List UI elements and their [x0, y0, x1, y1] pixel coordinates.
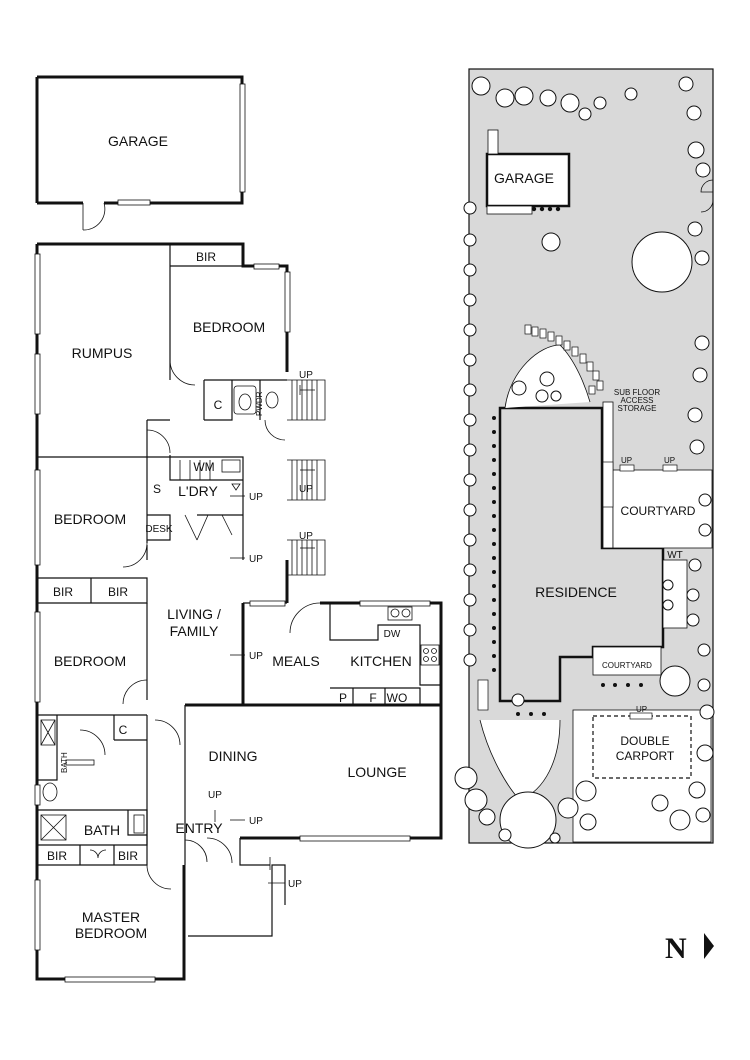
subfloor-label-1: SUB FLOOR — [614, 388, 660, 397]
garage-building — [35, 75, 246, 231]
bir-top-label: BIR — [196, 250, 216, 264]
c-mid-label: C — [119, 723, 128, 737]
courtyard-2-label: COURTYARD — [602, 661, 652, 670]
bir-left-1-label: BIR — [53, 585, 73, 599]
up-label: UP — [299, 484, 313, 495]
desk-label: DESK — [145, 524, 173, 535]
site-plan: GARAGE SUB FLOOR ACCESS STORAGE UP UP CO… — [454, 68, 715, 849]
living-family-label-2: FAMILY — [170, 623, 219, 639]
up-arrows — [214, 385, 315, 884]
courtyard-2 — [592, 646, 662, 676]
up-label: UP — [208, 790, 222, 801]
up-label: UP — [249, 554, 263, 565]
north-arrow: N — [665, 932, 714, 965]
site-garage — [485, 152, 571, 208]
bir-ensuite-2-label: BIR — [118, 849, 138, 863]
bedroom-1-label: BEDROOM — [193, 319, 265, 335]
master-bedroom-label: MASTER — [82, 909, 140, 925]
up-label: UP — [288, 879, 302, 890]
master-bedroom-label-2: BEDROOM — [75, 925, 147, 941]
up-label: UP — [299, 531, 313, 542]
north-arrow-icon — [704, 933, 714, 959]
pantry-label: P — [339, 691, 347, 705]
entry-label: ENTRY — [175, 820, 223, 836]
dw-label: DW — [384, 629, 401, 640]
site-up-label: UP — [636, 705, 647, 714]
walk-in-oven-label: WO — [387, 691, 408, 705]
wt-label: WT — [667, 550, 683, 561]
residence-label: RESIDENCE — [535, 584, 617, 600]
dining-label: DINING — [209, 748, 258, 764]
bir-left-2-label: BIR — [108, 585, 128, 599]
s-label: S — [153, 482, 161, 496]
living-family-label: LIVING / — [167, 606, 221, 622]
hedge-dots — [492, 416, 643, 716]
subfloor-label-2: ACCESS — [621, 396, 654, 405]
meals-label: MEALS — [272, 653, 319, 669]
up-label: UP — [249, 492, 263, 503]
up-label: UP — [249, 816, 263, 827]
bedroom-3-label: BEDROOM — [54, 653, 126, 669]
north-arrow-letter: N — [665, 932, 687, 965]
bedroom-2-label: BEDROOM — [54, 511, 126, 527]
garage-label: GARAGE — [108, 133, 168, 149]
courtyard-1 — [612, 469, 713, 549]
carport-label-2: CARPORT — [616, 749, 675, 763]
courtyard-1-label: COURTYARD — [621, 504, 696, 518]
site-up-label: UP — [664, 456, 675, 465]
site-up-label: UP — [621, 456, 632, 465]
stairs — [169, 379, 326, 576]
trees — [454, 76, 715, 849]
up-label: UP — [299, 370, 313, 381]
site-garage-label: GARAGE — [494, 170, 554, 186]
kitchen-label: KITCHEN — [350, 653, 411, 669]
house-walls — [34, 242, 443, 983]
bir-ensuite-1-label: BIR — [47, 849, 67, 863]
c-top-label: C — [214, 398, 223, 412]
fridge-label: F — [369, 691, 376, 705]
stepping-stones — [524, 324, 604, 395]
subfloor-label-3: STORAGE — [618, 404, 657, 413]
carport-label-1: DOUBLE — [620, 734, 669, 748]
up-label: UP — [249, 651, 263, 662]
pwdr-label: PWDR — [255, 391, 264, 416]
laundry-label: L'DRY — [178, 483, 218, 499]
bath-small-label: BATH — [60, 752, 69, 773]
rumpus-label: RUMPUS — [72, 345, 133, 361]
bath-label: BATH — [84, 822, 120, 838]
lounge-label: LOUNGE — [347, 764, 406, 780]
floor-plan: GARAGE BIR RUMPUS BEDROOM C PWDR BEDROOM… — [34, 75, 443, 983]
wm-label: WM — [193, 460, 214, 474]
